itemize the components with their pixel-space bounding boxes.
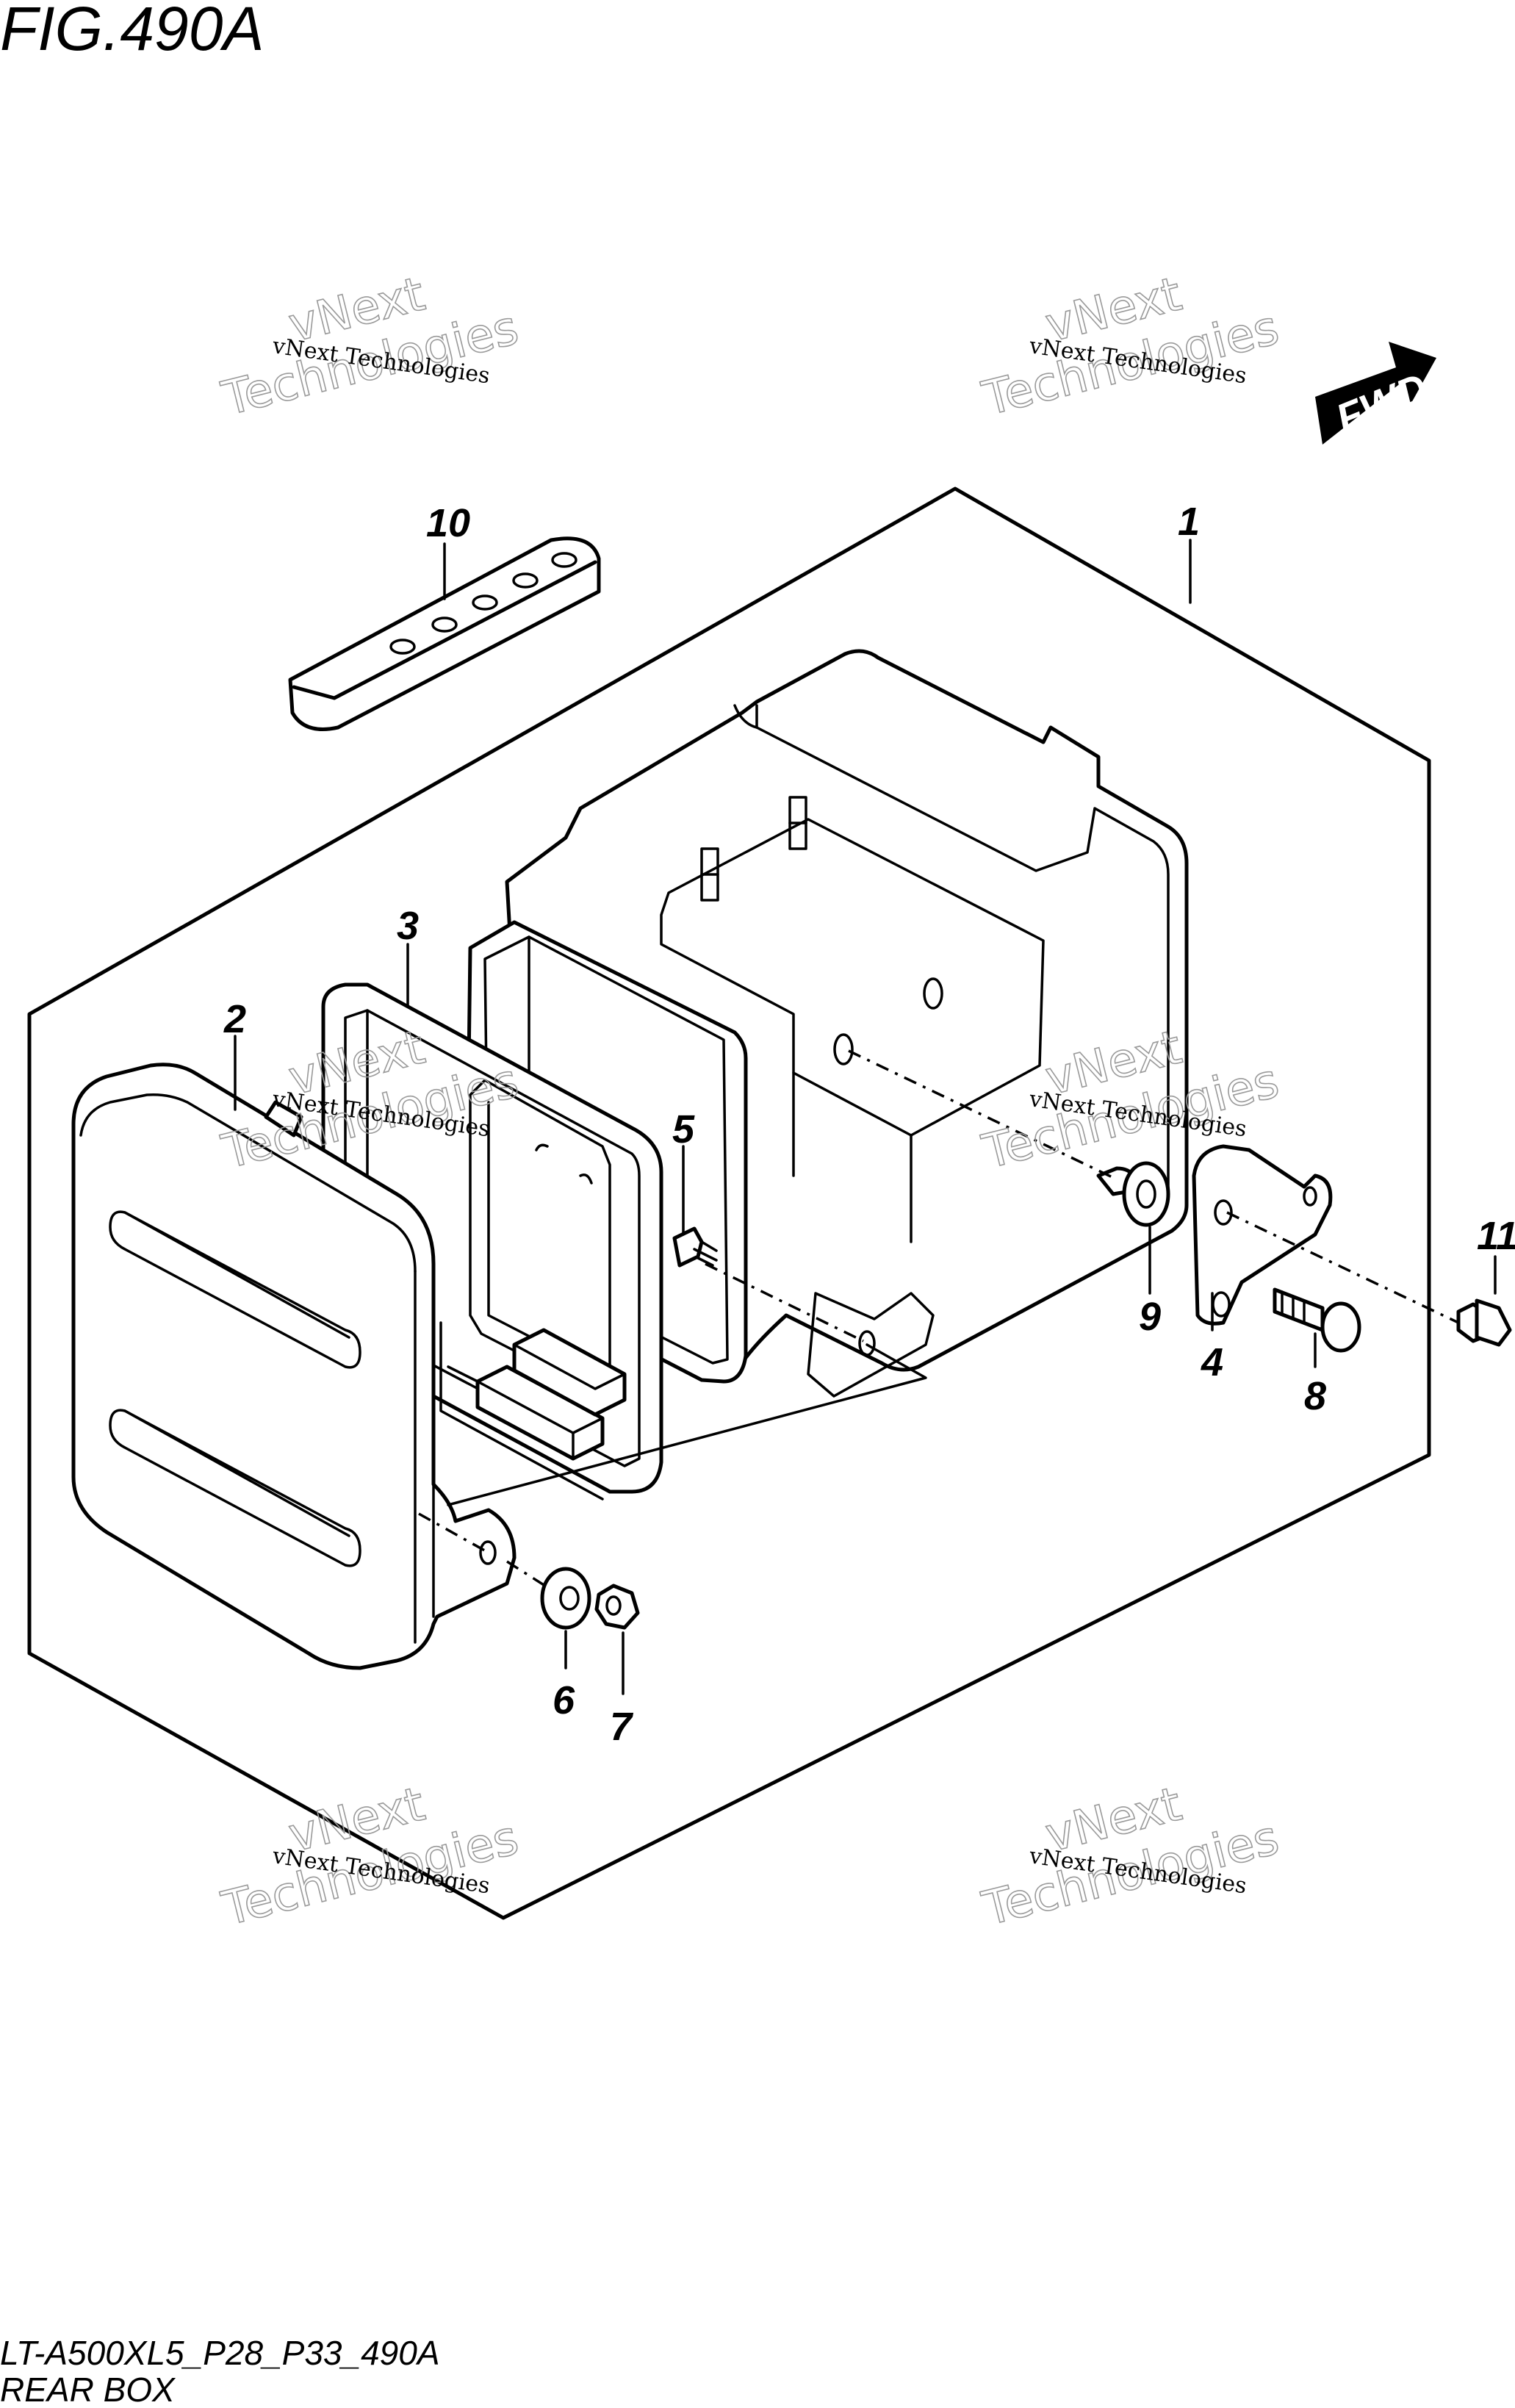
part-11-flange-bolt bbox=[1456, 1298, 1512, 1347]
callout-8: 8 bbox=[1304, 1374, 1326, 1418]
callout-11: 11 bbox=[1477, 1214, 1515, 1258]
callout-1: 1 bbox=[1178, 500, 1200, 544]
watermark-bottom-right: vNext Technologies vNext Technologies bbox=[976, 1777, 1284, 1938]
callout-9: 9 bbox=[1139, 1295, 1161, 1339]
section-name: REAR BOX bbox=[0, 2371, 176, 2408]
watermark-top-right: vNext Technologies vNext Technologies bbox=[976, 267, 1284, 428]
callout-6: 6 bbox=[553, 1678, 575, 1722]
part-7-nut bbox=[594, 1584, 640, 1630]
watermark-top-left: vNext Technologies vNext Technologies bbox=[216, 267, 524, 428]
assembly-line-grommet bbox=[848, 1049, 1118, 1181]
model-code: LT-A500XL5_P28_P33_490A bbox=[0, 2334, 440, 2372]
guide-line-lower bbox=[447, 1343, 927, 1506]
callout-2: 2 bbox=[223, 997, 246, 1041]
part-10-strap bbox=[288, 536, 601, 731]
callout-5: 5 bbox=[672, 1107, 695, 1151]
assembly-line-washer bbox=[418, 1512, 548, 1589]
assembly-boundary bbox=[27, 486, 1431, 1920]
part-5-screw bbox=[672, 1226, 718, 1268]
part-8-bolt bbox=[1273, 1287, 1361, 1353]
watermark-bottom-left: vNext Technologies vNext Technologies bbox=[216, 1777, 524, 1938]
part-2-lid bbox=[71, 1063, 517, 1670]
part-4-bracket bbox=[1192, 1144, 1333, 1326]
callout-4: 4 bbox=[1201, 1340, 1223, 1384]
callout-10: 10 bbox=[426, 501, 470, 545]
assembly-line-screw5 bbox=[705, 1262, 864, 1343]
callout-7: 7 bbox=[610, 1705, 634, 1749]
fwd-arrow-icon: FWD bbox=[1315, 342, 1436, 445]
assembly-line-bolt11 bbox=[1226, 1211, 1459, 1324]
part-6-washer bbox=[540, 1567, 591, 1630]
figure-title: FIG.490A bbox=[0, 0, 265, 63]
callout-3: 3 bbox=[397, 904, 419, 948]
